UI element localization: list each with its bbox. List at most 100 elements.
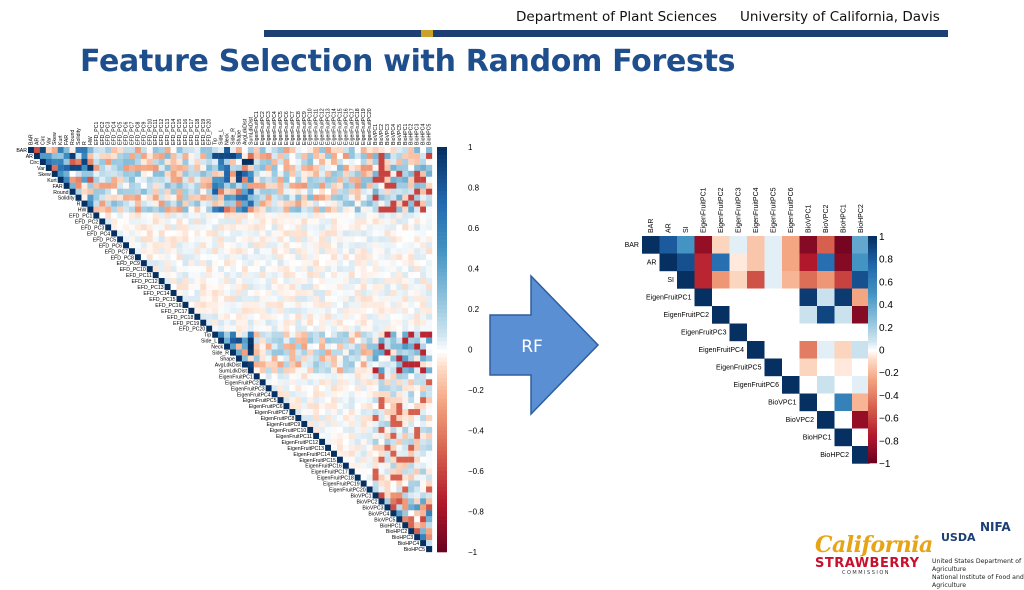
big-heatmap-cell bbox=[348, 373, 355, 380]
small-heatmap-cell bbox=[852, 411, 870, 429]
big-heatmap-cell bbox=[384, 206, 391, 213]
big-heatmap-cell bbox=[420, 272, 427, 279]
big-heatmap-cell bbox=[111, 176, 118, 183]
big-heatmap-cell bbox=[194, 206, 201, 213]
big-heatmap-cell bbox=[408, 486, 415, 493]
slide-title: Feature Selection with Random Forests bbox=[80, 44, 736, 79]
big-heatmap-cell bbox=[277, 176, 284, 183]
big-heatmap-cell bbox=[247, 343, 254, 350]
big-heatmap-cell bbox=[420, 319, 427, 326]
big-heatmap-cell bbox=[342, 379, 349, 386]
big-heatmap-cell bbox=[313, 164, 320, 171]
small-heatmap-cell bbox=[764, 253, 783, 272]
big-heatmap-cell bbox=[360, 242, 367, 249]
big-heatmap-cell bbox=[348, 325, 355, 332]
big-heatmap-cell bbox=[105, 147, 112, 154]
big-heatmap-cell bbox=[372, 319, 379, 326]
big-heatmap-cell bbox=[384, 188, 391, 195]
big-heatmap-cell bbox=[241, 224, 248, 231]
big-heatmap-cell bbox=[176, 206, 183, 213]
big-heatmap-cell bbox=[247, 337, 254, 344]
big-heatmap-cell bbox=[146, 254, 153, 261]
big-heatmap-cell bbox=[384, 456, 391, 463]
big-heatmap-cell bbox=[158, 152, 165, 160]
big-row-label: EFD_PC15 bbox=[149, 297, 175, 303]
big-heatmap-cell bbox=[342, 188, 349, 195]
small-row-label: BioVPC1 bbox=[768, 399, 797, 406]
big-heatmap-cell bbox=[426, 415, 433, 422]
big-heatmap-cell bbox=[360, 444, 367, 451]
small-heatmap-cell bbox=[764, 306, 783, 324]
big-heatmap-cell bbox=[390, 158, 397, 166]
big-heatmap-cell bbox=[378, 266, 385, 273]
big-heatmap-cell bbox=[277, 391, 284, 398]
big-heatmap-cell bbox=[117, 188, 124, 195]
small-heatmap-cell bbox=[782, 236, 800, 254]
big-heatmap-cell bbox=[390, 468, 397, 475]
big-heatmap-cell bbox=[414, 474, 421, 481]
small-heatmap-cell bbox=[817, 323, 835, 342]
big-heatmap-cell bbox=[152, 188, 159, 195]
big-heatmap-cell bbox=[420, 409, 427, 416]
big-heatmap-cell bbox=[69, 188, 76, 195]
big-colorbar-segment bbox=[437, 155, 447, 160]
big-heatmap-cell bbox=[307, 415, 314, 422]
big-heatmap-cell bbox=[331, 313, 338, 320]
big-heatmap-cell bbox=[420, 432, 427, 439]
big-heatmap-cell bbox=[396, 349, 403, 356]
big-heatmap-cell bbox=[218, 194, 225, 201]
big-heatmap-cell bbox=[283, 206, 290, 213]
big-heatmap-cell bbox=[313, 337, 320, 344]
big-heatmap-cell bbox=[420, 498, 427, 505]
big-heatmap-cell bbox=[146, 260, 153, 267]
big-heatmap-cell bbox=[414, 462, 421, 469]
big-heatmap-cell bbox=[230, 224, 237, 231]
big-heatmap-cell bbox=[117, 147, 124, 154]
big-heatmap-cell bbox=[331, 379, 338, 386]
big-heatmap-cell bbox=[325, 242, 332, 249]
small-heatmap-cell bbox=[747, 271, 765, 289]
big-heatmap-cell bbox=[182, 236, 189, 243]
big-heatmap-cell bbox=[230, 337, 237, 344]
big-colorbar-segment bbox=[437, 215, 447, 221]
big-heatmap-cell bbox=[277, 212, 284, 219]
small-col-label: EigenFruitPC6 bbox=[788, 187, 795, 233]
big-row-label: EigenFruitPC14 bbox=[293, 452, 330, 458]
big-heatmap-cell bbox=[420, 510, 427, 517]
big-heatmap-cell bbox=[402, 397, 409, 404]
big-heatmap-cell bbox=[301, 230, 308, 237]
small-heatmap-cell bbox=[747, 306, 765, 324]
small-heatmap-cell bbox=[729, 306, 748, 324]
big-heatmap-cell bbox=[360, 212, 367, 219]
big-heatmap-cell bbox=[271, 254, 278, 261]
big-heatmap-cell bbox=[158, 218, 165, 225]
big-heatmap-cell bbox=[253, 152, 260, 160]
big-heatmap-cell bbox=[331, 385, 338, 392]
big-colorbar-segment bbox=[437, 430, 447, 435]
small-heatmap-cell bbox=[834, 253, 853, 272]
big-heatmap-cell bbox=[384, 260, 391, 267]
big-heatmap-cell bbox=[331, 260, 338, 267]
big-heatmap-cell bbox=[396, 397, 403, 404]
big-colorbar-segment bbox=[437, 260, 447, 265]
small-colorbar-segment bbox=[868, 335, 877, 339]
big-heatmap-cell bbox=[390, 200, 397, 207]
big-heatmap-cell bbox=[366, 343, 373, 350]
big-heatmap-cell bbox=[134, 194, 142, 201]
big-heatmap-cell bbox=[75, 158, 82, 166]
small-colorbar-segment bbox=[868, 240, 877, 244]
big-row-label: EFD_PC5 bbox=[93, 237, 116, 243]
big-heatmap-cell bbox=[241, 307, 248, 314]
big-heatmap-cell bbox=[348, 272, 355, 279]
big-heatmap-cell bbox=[235, 349, 243, 356]
big-heatmap-cell bbox=[319, 432, 326, 439]
big-heatmap-cell bbox=[295, 415, 302, 422]
big-heatmap-cell bbox=[295, 200, 302, 207]
big-heatmap-cell bbox=[301, 206, 308, 213]
big-heatmap-cell bbox=[402, 420, 409, 428]
big-heatmap-cell bbox=[426, 176, 433, 183]
big-heatmap-cell bbox=[325, 307, 332, 314]
big-heatmap-cell bbox=[230, 313, 237, 320]
small-colorbar-tick: −0.8 bbox=[879, 436, 899, 447]
big-heatmap-cell bbox=[230, 248, 237, 255]
